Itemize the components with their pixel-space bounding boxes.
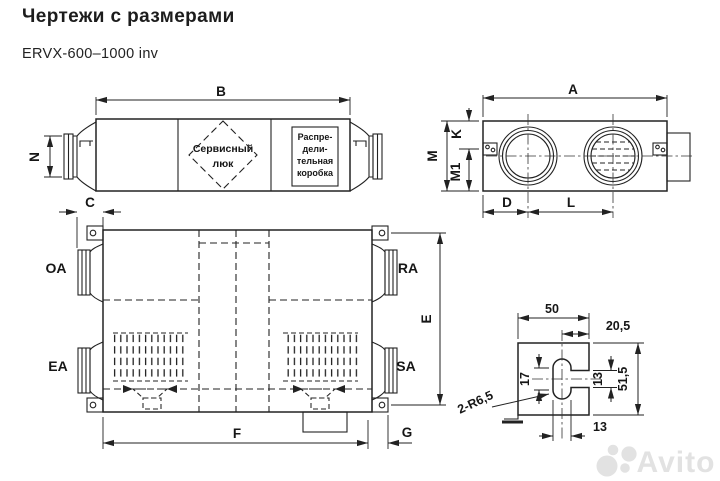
mounting-bracket-top-right [652, 142, 668, 156]
dim-label-C: C [85, 195, 95, 210]
dim-label-N: N [27, 152, 42, 162]
unit-body-front [102, 229, 373, 413]
dim-label-radius: 2-R6,5 [455, 388, 495, 417]
watermark-logo-circle [607, 444, 619, 456]
watermark-text: Avito [637, 446, 716, 479]
dist-box-label-4: коробка [297, 168, 334, 178]
dim-label-A: A [568, 82, 578, 97]
top-view: A M K M1 D L [425, 82, 694, 218]
dim-label-F: F [233, 426, 241, 441]
side-view: Сервисный люк Распре- дели- тельная коро… [27, 84, 383, 192]
bracket-foot [504, 415, 519, 420]
service-hatch-diamond [188, 120, 258, 190]
page-title: Чертежи с размерами [22, 6, 235, 27]
port-label-ra: RA [398, 260, 418, 276]
watermark-logo-circle [621, 446, 637, 462]
port-label-sa: SA [396, 358, 415, 374]
dim-label-13-channel: 13 [591, 372, 605, 386]
dim-label-G: G [402, 425, 413, 440]
drain-funnel-left [131, 388, 169, 399]
heat-exchanger-left [113, 334, 188, 380]
watermark-logo-circle [596, 455, 618, 477]
mounting-bracket-top-left [482, 142, 498, 156]
bracket-detail: 50 20,5 51,5 13 17 13 2-R6,5 [455, 302, 644, 441]
dim-label-17: 17 [518, 372, 532, 386]
front-view: OA EA RA SA C E [46, 195, 446, 449]
heat-exchanger-right [283, 334, 358, 380]
dist-box-label-2: дели- [303, 144, 328, 154]
dim-label-50: 50 [545, 302, 559, 316]
drain-funnel-right [299, 388, 337, 399]
bracket-hook-left [79, 140, 93, 147]
dim-label-K: K [449, 129, 464, 139]
unit-body-side [95, 118, 351, 192]
right-duct-spigot [349, 121, 383, 192]
service-hatch-label-1: Сервисный [193, 143, 253, 155]
dist-box-label-3: тельная [297, 156, 333, 166]
port-label-oa: OA [46, 260, 67, 276]
dist-box-label-1: Распре- [298, 132, 333, 142]
internal-components-hidden-lines [103, 230, 372, 412]
spigot-ea [77, 341, 104, 401]
dim-label-E: E [419, 314, 434, 323]
dim-label-13-slot: 13 [593, 420, 607, 434]
avito-watermark: Avito [596, 444, 716, 479]
bracket-centerlines [532, 330, 601, 440]
watermark-logo-circle [620, 463, 630, 473]
spigot-oa [77, 243, 104, 303]
distribution-box [291, 126, 339, 187]
distribution-box-top [666, 132, 691, 182]
model-subtitle: ERVX-600–1000 inv [22, 46, 159, 62]
port-label-ea: EA [48, 358, 67, 374]
dim-label-M: M [425, 150, 440, 161]
drain-connection-box [302, 411, 348, 433]
dim-label-20-5: 20,5 [606, 319, 630, 333]
dim-label-M1: M1 [448, 162, 463, 181]
corner-brackets [86, 225, 389, 413]
bracket-outline [517, 342, 590, 416]
dim-label-D: D [502, 195, 512, 210]
radius-leader-arrow [491, 393, 550, 408]
section-dividers [177, 119, 272, 191]
dim-label-51-5: 51,5 [616, 367, 630, 391]
spigot-sa [371, 341, 398, 401]
centerlines [486, 114, 694, 218]
spigot-ra [371, 243, 398, 303]
dim-label-B: B [216, 84, 226, 99]
left-duct-spigot [63, 121, 97, 192]
dim-label-L: L [567, 195, 575, 210]
bracket-hook-right [353, 140, 367, 147]
service-hatch-label-2: люк [213, 158, 235, 170]
